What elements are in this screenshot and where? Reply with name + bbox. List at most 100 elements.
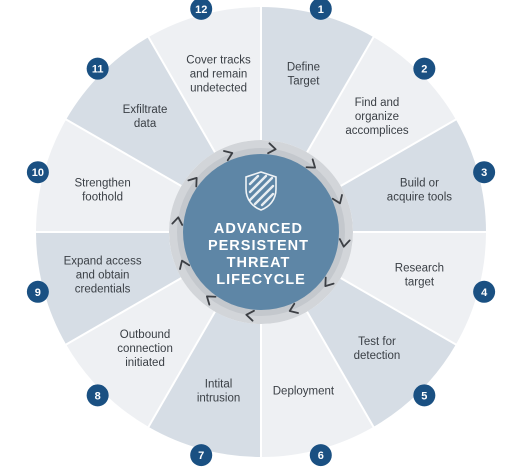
stage-number-badge <box>190 0 213 20</box>
cycle-arrow-icon <box>223 150 234 162</box>
stage-number-badge <box>86 57 109 80</box>
stage-label: Deployment <box>273 385 335 397</box>
cycle-arrow-icon <box>267 142 277 155</box>
stage-number-badge <box>413 57 436 80</box>
segment-divider <box>306 34 376 153</box>
stage-number-badge <box>309 0 332 20</box>
stage-label-line: undetected <box>190 83 247 95</box>
cycle-arrow-icon <box>206 295 217 306</box>
stage-label-line: Define <box>287 62 320 74</box>
stage-label-line: Intital <box>205 378 233 390</box>
stage-number: 4 <box>481 287 488 299</box>
stage-segment <box>36 232 182 345</box>
stage-label: Test for detection <box>354 336 401 362</box>
stage-label-line: detection <box>354 350 401 362</box>
stage-number: 7 <box>198 450 204 462</box>
hub-title-line: LIFECYCLE <box>216 272 306 288</box>
cycle-arrow-icon <box>324 276 335 287</box>
stage-segment <box>340 119 486 232</box>
stage-number-badge <box>26 280 49 303</box>
stage-label-line: organize <box>355 111 399 123</box>
stage-number-badge <box>413 384 436 407</box>
stage-label: Outbound connection initiated <box>117 329 173 369</box>
stage-label-line: Deployment <box>273 385 335 397</box>
stage-label-line: Test for <box>358 336 396 348</box>
stage-label-line: Exfiltrate <box>123 104 168 116</box>
cycle-arrow-icon <box>171 216 184 226</box>
cycle-arrow-icon <box>288 302 299 314</box>
stage-number-badge <box>190 444 213 467</box>
cycle-arrow-icon <box>245 309 255 322</box>
stage-number: 9 <box>35 287 41 299</box>
cycle-arrow-icon <box>179 259 191 270</box>
stage-number: 12 <box>195 4 207 16</box>
segment-divider <box>146 311 216 430</box>
stage-number: 6 <box>318 450 324 462</box>
stage-segment <box>36 119 182 232</box>
stage-label-line: initiated <box>125 357 165 369</box>
cycle-arrow-icon <box>305 158 316 169</box>
segment-divider <box>340 117 459 187</box>
stage-label: Intital intrusion <box>197 378 240 404</box>
stage-label-line: Outbound <box>120 329 171 341</box>
stage-label-line: accomplices <box>345 125 409 137</box>
stage-label-line: Strengthen <box>74 178 130 190</box>
stage-label-line: Cover tracks <box>186 55 251 67</box>
stage-label-line: and remain <box>190 69 248 81</box>
stage-label: Find and organize accomplices <box>345 97 409 137</box>
stage-number-badge <box>86 384 109 407</box>
segment-divider <box>63 277 182 347</box>
stage-number: 3 <box>481 167 487 179</box>
stage-label: Strengthen foothold <box>74 178 130 204</box>
hub-title-line: PERSISTENT <box>208 238 309 254</box>
stage-label-line: Find and <box>355 97 400 109</box>
stage-label-line: Research <box>395 262 444 274</box>
stage-segment <box>148 7 261 153</box>
stage-segment <box>340 232 486 345</box>
segment-divider <box>63 117 182 187</box>
stage-label: Cover tracks and remain undetected <box>186 55 251 95</box>
stage-number-badge <box>473 280 496 303</box>
stage-segment <box>261 311 374 457</box>
stage-number: 2 <box>421 64 427 76</box>
stage-label: Research target <box>395 262 444 288</box>
segment-divider <box>306 311 376 430</box>
shield-icon <box>245 171 277 211</box>
stage-number: 5 <box>421 390 427 402</box>
stage-label-line: acquire tools <box>387 192 452 204</box>
cycle-arrow-icon <box>331 194 343 205</box>
segment-dividers <box>34 5 488 459</box>
stage-segment <box>261 7 374 153</box>
stage-label-line: foothold <box>82 192 123 204</box>
stage-number-badge <box>309 444 332 467</box>
stage-number-badge <box>473 161 496 184</box>
segment-divider <box>146 34 216 153</box>
hub-title-line: ADVANCED <box>214 221 303 237</box>
cycle-arrow-icon <box>187 177 198 188</box>
stage-label: Exfiltrate data <box>123 104 168 130</box>
stage-label-line: intrusion <box>197 392 240 404</box>
stage-label-line: and obtain <box>76 269 130 281</box>
stage-segment <box>148 311 261 457</box>
stage-label-line: target <box>405 276 435 288</box>
stage-label-line: data <box>134 118 157 130</box>
stage-number: 11 <box>92 64 104 76</box>
lifecycle-hub <box>183 154 339 310</box>
stage-label-line: Build or <box>400 178 439 190</box>
stage-label: Build or acquire tools <box>387 178 452 204</box>
stage-number: 8 <box>95 390 101 402</box>
cycle-arrows <box>171 142 351 322</box>
stage-label-line: credentials <box>75 283 131 295</box>
stage-label: Expand access and obtain credentials <box>64 255 142 295</box>
stage-label-line: connection <box>117 343 173 355</box>
stage-number-badge <box>26 161 49 184</box>
stage-label-line: Expand access <box>64 255 142 267</box>
stage-number: 1 <box>318 4 324 16</box>
cycle-arrow-icon <box>338 238 351 248</box>
stage-label-line: Target <box>287 76 320 88</box>
hub-title: ADVANCED PERSISTENT THREAT LIFECYCLE <box>208 221 314 288</box>
